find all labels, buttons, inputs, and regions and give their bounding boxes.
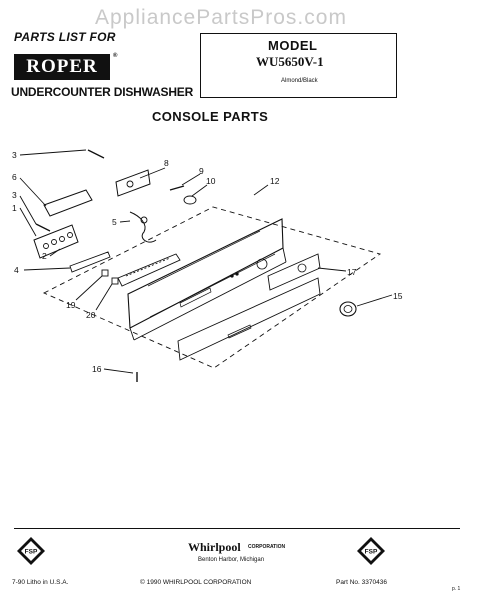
- part-number: Part No. 3370436: [336, 579, 387, 586]
- fsp-badge-text: FSP: [365, 549, 378, 556]
- callout-label: 1: [12, 203, 17, 213]
- callout-label: 2: [42, 251, 47, 261]
- model-number: WU5650V-1: [256, 54, 324, 69]
- callout-label: 3: [12, 190, 17, 200]
- callout-label: 15: [393, 291, 403, 301]
- watermark: AppliancePartsPros.com: [95, 6, 347, 29]
- assembly-outline: [42, 206, 382, 369]
- knob: [339, 301, 357, 317]
- parts-list-heading: PARTS LIST FOR: [14, 30, 116, 44]
- footer-divider: [14, 528, 460, 529]
- switch-assembly: [33, 224, 79, 259]
- print-info: 7-90 Litho in U.S.A.: [12, 579, 69, 586]
- product-title: UNDERCOUNTER DISHWASHER: [11, 85, 194, 99]
- callout-label: 20: [86, 310, 96, 320]
- model-label: MODEL: [268, 38, 318, 53]
- facia-panel: [177, 277, 321, 361]
- fsp-badge-icon: FSP: [357, 537, 385, 565]
- callout-label: 17: [347, 267, 357, 277]
- callout-label: 19: [66, 300, 76, 310]
- switch-cover: [43, 189, 93, 217]
- model-color: Almond/Black: [281, 78, 318, 84]
- control-panel: [127, 218, 284, 329]
- callout-label: 8: [164, 158, 169, 168]
- part-callouts: 3 8 9 10 12 6 3 1 5 2 4 17 15 19 20 16: [12, 150, 403, 374]
- brand-logo: ROPER: [14, 54, 110, 80]
- section-title: CONSOLE PARTS: [152, 109, 269, 124]
- callout-label: 9: [199, 166, 204, 176]
- button-strip: [69, 251, 111, 273]
- callout-label: 10: [206, 176, 216, 186]
- model-box: [200, 33, 397, 98]
- registered-mark: ®: [113, 53, 118, 59]
- bracket: [115, 169, 151, 197]
- circuit-board: [117, 253, 181, 287]
- console-parts-diagram: 3 8 9 10 12 6 3 1 5 2 4 17 15 19 20 16: [12, 149, 403, 382]
- fsp-badge-text: FSP: [25, 549, 38, 556]
- callout-label: 16: [92, 364, 102, 374]
- callout-label: 6: [12, 172, 17, 182]
- callout-label: 12: [270, 176, 280, 186]
- company-suffix: CORPORATION: [248, 544, 286, 550]
- callout-label: 3: [12, 150, 17, 160]
- page-mark: p. 1: [452, 586, 461, 592]
- copyright: © 1990 WHIRLPOOL CORPORATION: [140, 579, 252, 586]
- fsp-badge-icon: FSP: [17, 537, 45, 565]
- callout-label: 4: [14, 265, 19, 275]
- company-name: Whirlpool: [188, 540, 241, 554]
- trim-plate: [267, 253, 321, 291]
- company-location: Benton Harbor, Michigan: [198, 557, 265, 563]
- callout-label: 5: [112, 217, 117, 227]
